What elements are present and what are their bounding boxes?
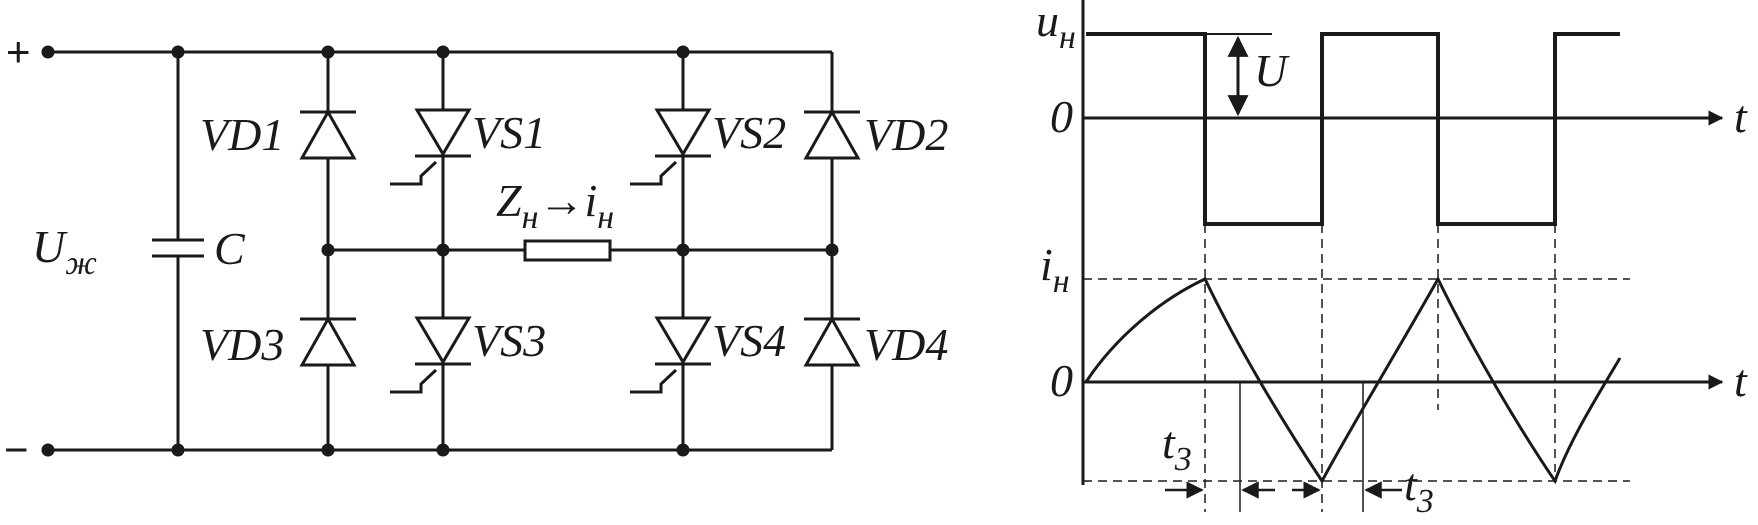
junction-dots: [41, 45, 839, 457]
load-label: Zн→iн: [496, 175, 614, 236]
supply-voltage-label: Uж: [32, 221, 97, 282]
diode-vd3: [299, 315, 357, 367]
voltage-label: uн: [1036, 0, 1076, 56]
capacitor-label: C: [214, 223, 246, 274]
vs1-label: VS1: [472, 107, 546, 158]
current-label: iн: [1040, 239, 1070, 300]
zero-crossing-guides: [1239, 382, 1364, 512]
circuit-diagram: [41, 45, 861, 457]
t3-left-label: t3: [1162, 417, 1192, 478]
current-t-label: t: [1734, 355, 1748, 406]
vd1-label: VD1: [200, 109, 284, 160]
diode-vd1: [299, 108, 357, 160]
voltage-square-wave: [1086, 32, 1620, 226]
current-zero-label: 0: [1050, 355, 1073, 406]
vd3-label: VD3: [200, 319, 284, 370]
vs2-label: VS2: [712, 107, 786, 158]
diode-vd2: [803, 108, 861, 160]
timing-diagrams: [1081, 0, 1724, 512]
voltage-zero-label: 0: [1050, 91, 1073, 142]
timing-labels: uн U 0 t iн 0 t t3 t3: [1036, 0, 1748, 520]
minus-terminal-label: −: [4, 426, 29, 473]
vs4-label: VS4: [712, 315, 786, 366]
thyristor-vs2: [630, 108, 712, 186]
vd2-label: VD2: [864, 109, 948, 160]
vd4-label: VD4: [864, 319, 948, 370]
circuit-labels: + − Uж C VD1 VD3 VD2 VD4 VS1 VS3 VS2 VS4…: [4, 28, 948, 473]
diode-vd4: [803, 315, 861, 367]
dashed-guides: [1083, 224, 1630, 512]
amplitude-label: U: [1254, 45, 1290, 96]
thyristor-vs4: [630, 316, 712, 394]
thyristor-vs1: [390, 108, 472, 186]
current-waveform: [1084, 275, 1622, 485]
plus-terminal-label: +: [6, 28, 31, 75]
t3-right-label: t3: [1404, 459, 1434, 520]
thyristor-vs3: [390, 316, 472, 394]
voltage-t-label: t: [1734, 91, 1748, 142]
vs3-label: VS3: [472, 315, 546, 366]
capacitor: [152, 52, 204, 450]
load-resistor: [523, 239, 612, 262]
